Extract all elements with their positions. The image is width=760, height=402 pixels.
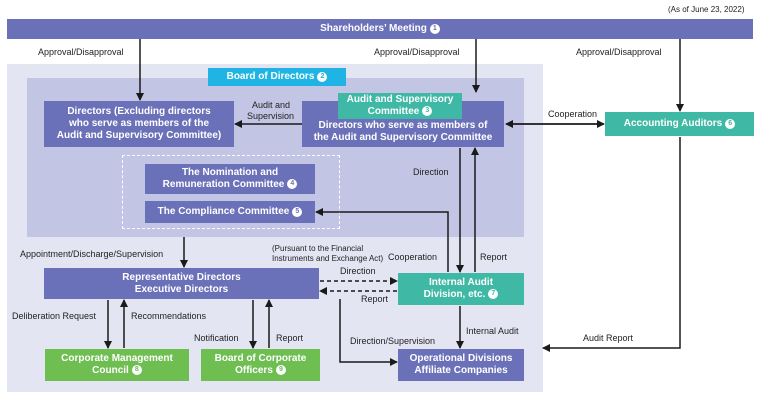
label-fin-1: (Pursuant to the Financial — [272, 244, 364, 253]
directors-excl-line2: who serve as members of the — [68, 118, 210, 129]
nomination-line1: The Nomination and — [181, 167, 279, 178]
boco-num: 9 — [275, 365, 286, 376]
label-approval-2: Approval/Disapproval — [374, 47, 460, 57]
label-approval-1: Approval/Disapproval — [38, 47, 124, 57]
label-report-1: Report — [361, 294, 389, 304]
label-notification: Notification — [194, 333, 239, 343]
auditors-label: Accounting Auditors — [623, 118, 723, 129]
label-direction-1: Direction — [413, 167, 449, 177]
asc-line2: Committee — [367, 106, 420, 117]
boco-line2: Officers — [235, 365, 273, 376]
internal-audit-line1: Internal Audit — [428, 277, 494, 288]
label-cooperation-2: Cooperation — [388, 252, 438, 262]
internal-audit-line2: Division, etc. — [423, 289, 486, 300]
compliance-num: 5 — [292, 207, 303, 217]
asc-line1: Audit and Supervisory — [346, 94, 454, 105]
directors-asc-line1: Directors who serve as members of — [318, 120, 488, 131]
rep-line2: Executive Directors — [134, 283, 229, 295]
committees-dashed-area — [122, 155, 340, 229]
nomination-committee-box: The Nomination and Remuneration Committe… — [145, 164, 315, 194]
nomination-num: 4 — [287, 179, 298, 190]
label-internal-audit: Internal Audit — [466, 326, 519, 336]
cmc-line1: Corporate Management — [61, 353, 173, 364]
board-label: Board of Directors — [226, 71, 315, 82]
auditors-num: 6 — [725, 119, 736, 129]
internal-audit-box: Internal Audit Division, etc.7 — [398, 273, 524, 305]
shareholders-num: 1 — [429, 24, 440, 34]
rep-line1: Representative Directors — [122, 271, 241, 283]
label-cooperation-1: Cooperation — [548, 109, 598, 119]
compliance-label: The Compliance Committee — [157, 206, 290, 217]
asc-num: 3 — [422, 106, 433, 117]
label-audit-report: Audit Report — [583, 333, 634, 343]
representative-directors-box: Representative Directors Executive Direc… — [44, 268, 319, 299]
label-direction-supervision: Direction/Supervision — [350, 336, 436, 346]
operational-divisions-box: Operational Divisions Affiliate Companie… — [398, 349, 524, 381]
internal-audit-num: 7 — [488, 289, 499, 300]
label-fin-2: Instruments and Exchange Act) — [272, 254, 384, 263]
label-appointment: Appointment/Discharge/Supervision — [20, 249, 164, 259]
cmc-num: 8 — [131, 365, 142, 376]
opdiv-line2: Affiliate Companies — [414, 365, 508, 376]
label-supervision: Supervision — [247, 111, 295, 121]
directors-asc-line2: the Audit and Supervisory Committee — [313, 132, 493, 143]
date-note: (As of June 23, 2022) — [668, 5, 745, 14]
board-num: 2 — [317, 72, 328, 82]
nomination-line2: Remuneration Committee — [162, 179, 285, 190]
boco-line1: Board of Corporate — [214, 353, 307, 364]
label-report-3: Report — [276, 333, 304, 343]
label-direction-2: Direction — [340, 266, 376, 276]
label-report-2: Report — [480, 252, 508, 262]
opdiv-line1: Operational Divisions — [409, 353, 513, 364]
directors-excluding-box: Directors (Excluding directors who serve… — [44, 101, 234, 147]
arrow-coop-compliance — [315, 208, 449, 272]
label-recommendations: Recommendations — [131, 311, 207, 321]
directors-excl-line3: Audit and Supervisory Committee) — [56, 130, 222, 141]
label-audit-and: Audit and — [252, 100, 291, 110]
shareholders-label: Shareholders’ Meeting — [320, 23, 427, 34]
cmc-line2: Council — [92, 365, 129, 376]
label-deliberation: Deliberation Request — [12, 311, 97, 321]
label-approval-3: Approval/Disapproval — [576, 47, 662, 57]
directors-excl-line1: Directors (Excluding directors — [67, 106, 211, 117]
arrow-audit-report — [542, 137, 681, 352]
arrow-direction-supervision — [339, 299, 398, 366]
